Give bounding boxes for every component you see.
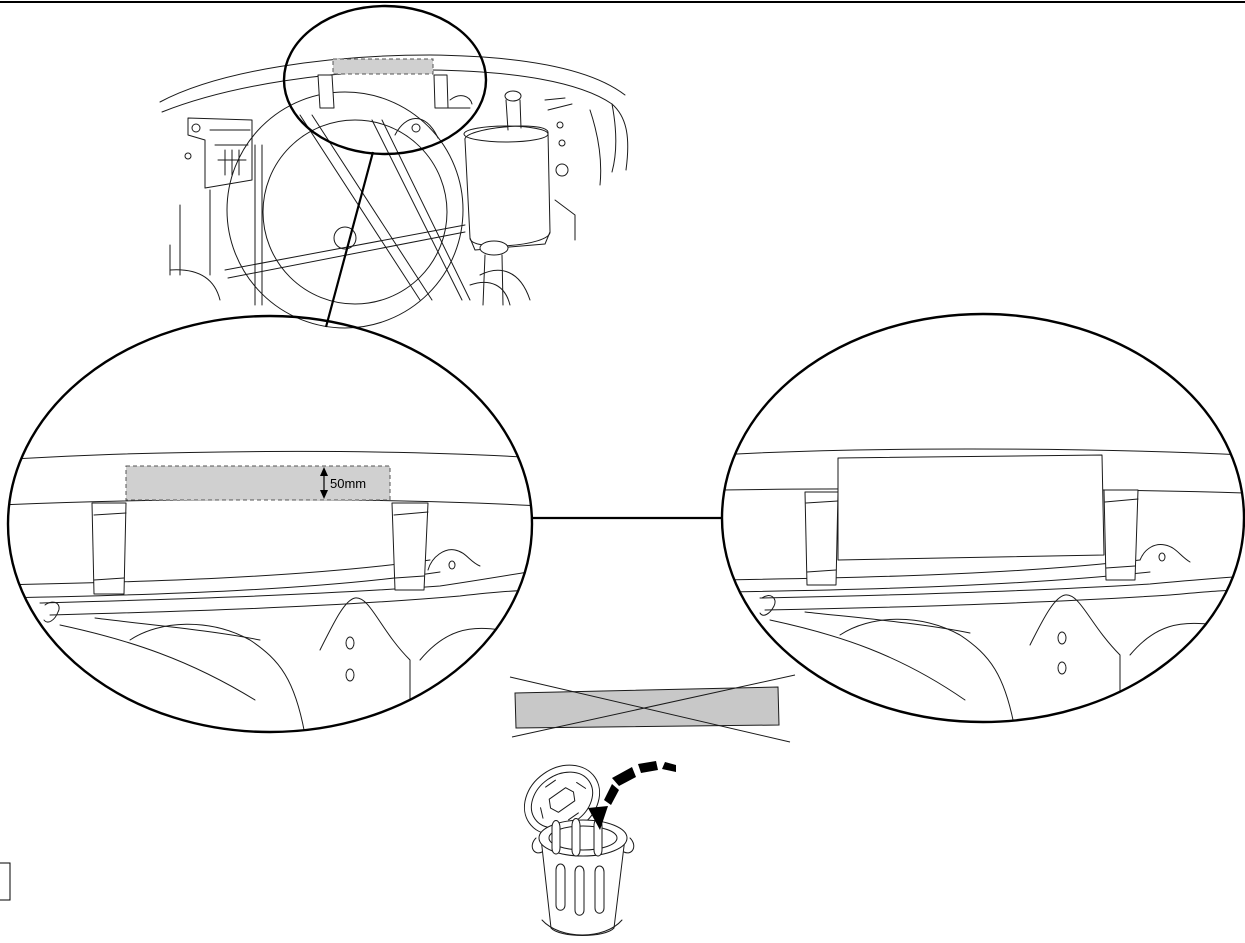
cross-out-line-1 — [509, 676, 791, 743]
zoom-connector-line — [324, 151, 375, 328]
engine-bay-overview — [159, 54, 629, 329]
magnified-view-before — [8, 450, 532, 732]
into-bin-arrow-icon — [588, 761, 676, 830]
removal-strip-highlight — [125, 465, 391, 501]
magnifier-circle-before — [6, 314, 534, 734]
magnifier-circle-after — [720, 312, 1245, 724]
magnified-view-after — [722, 448, 1244, 722]
dimension-label: 50mm — [330, 476, 366, 491]
page-edge-box — [0, 862, 11, 901]
zoom-circle-source — [282, 4, 488, 156]
trash-can-icon — [523, 764, 635, 936]
cross-out-line-2 — [511, 674, 796, 738]
discarded-strip — [509, 674, 796, 743]
